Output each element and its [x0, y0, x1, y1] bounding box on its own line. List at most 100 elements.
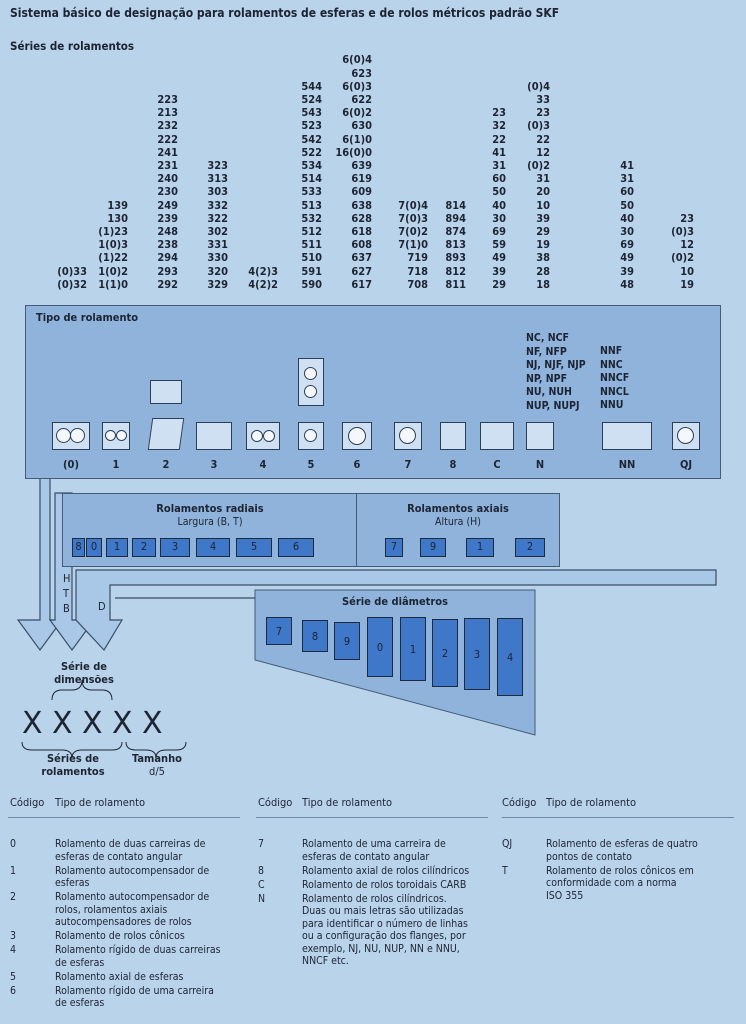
width-series-box: 6 [278, 538, 314, 557]
series-cell: 4(2)3 [248, 264, 278, 278]
series-cell: 16(0)0 [335, 145, 372, 159]
legend-text: Rolamento axial de rolos cilíndricos [302, 864, 470, 877]
n-variant: NUP, NUPJ [526, 399, 580, 412]
series-cell: 223 [157, 93, 178, 106]
series-cell: 628 [351, 211, 372, 225]
series-cell: 40 [620, 211, 634, 225]
designation-x: X [82, 706, 103, 741]
width-series-box: 3 [160, 538, 190, 557]
series-cell: 543 [301, 106, 322, 120]
series-cell: 39 [536, 211, 550, 225]
series-cell: 239 [157, 211, 178, 225]
diameter-series-box: 9 [334, 622, 360, 660]
legend-code: 7 [258, 838, 265, 850]
dimension-series-line2: dimensões [54, 673, 114, 686]
series-cell: 292 [157, 277, 178, 291]
series-cell: 6(0)4 [342, 53, 372, 67]
series-cell: 330 [207, 251, 228, 265]
series-cell: 22 [536, 132, 550, 146]
series-cell: 618 [351, 225, 372, 239]
series-cell: 10 [536, 198, 550, 212]
series-cell: 30 [620, 225, 634, 239]
legend-text: Duas ou mais letras são utilizadas [302, 905, 464, 917]
series-cell: 542 [301, 132, 322, 146]
series-cell: 222 [157, 132, 178, 146]
series-cell: 29 [492, 277, 506, 291]
series-cell: 23 [492, 106, 506, 120]
series-cell: 590 [301, 277, 322, 291]
bearing-code: (0) [63, 458, 79, 471]
four-point-contact-icon [672, 422, 700, 450]
width-series-box: 0 [86, 538, 102, 557]
legend-text: Rolamento rígido de uma carreira [55, 984, 214, 997]
series-cell: 293 [157, 264, 178, 278]
legend-text: rolos, rolamentos axiais [55, 903, 168, 916]
series-cell: (0)2 [671, 251, 694, 265]
series-cell: 50 [620, 198, 634, 212]
bearing-code: 4 [259, 458, 267, 471]
self-aligning-ball-icon [102, 422, 130, 450]
series-cell: 22 [492, 132, 506, 146]
legend-code: 8 [258, 864, 265, 877]
series-cell: 708 [407, 277, 428, 291]
col3-type-header: Tipo de rolamento [546, 796, 637, 809]
series-cell: 7(0)2 [398, 225, 428, 238]
series-cell: 523 [301, 119, 322, 133]
width-series-box: 5 [236, 538, 272, 557]
series-cell: 7(0)3 [398, 211, 428, 225]
cylindrical-roller-icon [526, 422, 554, 450]
header-rule-2 [256, 817, 488, 818]
series-cell: 12 [680, 238, 694, 252]
legend-code: 4 [10, 944, 17, 956]
series-cell: 534 [301, 159, 322, 173]
series-cell: 39 [492, 264, 506, 278]
series-cell: 31 [536, 172, 550, 186]
height-series-box: 2 [515, 538, 545, 557]
legend-text: Rolamento de duas carreiras de [55, 838, 206, 850]
legend-text: Rolamento autocompensador de [55, 891, 210, 903]
series-cell: (1)23 [98, 225, 128, 238]
legend-code: C [258, 878, 265, 891]
angular-contact-ball-icon [394, 422, 422, 450]
bearing-code: NN [618, 458, 636, 471]
series-cell: 49 [492, 251, 506, 265]
designation-x: X [52, 706, 73, 741]
series-cell: 313 [207, 172, 228, 186]
spherical-roller-icon [147, 418, 185, 450]
series-cell: 617 [351, 277, 372, 291]
series-cell: 48 [620, 277, 634, 291]
width-series-box: 1 [106, 538, 128, 557]
d-label: D [98, 600, 106, 613]
series-cell: 6(0)2 [342, 106, 372, 120]
double-row-angular-ball-icon [52, 422, 90, 450]
col1-type-header: Tipo de rolamento [55, 796, 146, 809]
htb-letter: B [63, 602, 70, 615]
legend-code: 1 [10, 864, 17, 877]
series-cell: 130 [107, 211, 128, 225]
nn-variant: NNF [600, 345, 623, 357]
series-cell: 6(1)0 [342, 132, 372, 146]
series-cell: 619 [351, 172, 372, 186]
bearing-series-line2: rolamentos [41, 765, 105, 778]
dimension-series-label: Série de dimensões [54, 660, 114, 686]
legend-text: Rolamento de rolos cônicos em [546, 864, 694, 877]
height-series-box: 7 [385, 538, 403, 557]
nn-variant: NNCF [600, 372, 630, 384]
series-column: (0)33(0)32 [57, 265, 87, 291]
size-line1: Tamanho [132, 752, 182, 765]
col1-code-header: Código [10, 796, 45, 809]
series-cell: 241 [157, 145, 178, 159]
col3-code-header: Código [502, 796, 537, 809]
height-series-box: 9 [420, 538, 446, 557]
series-cell: 608 [351, 238, 372, 252]
designation-x: X [112, 706, 133, 741]
diameter-series-box: 3 [464, 618, 490, 690]
series-cell: 893 [445, 251, 466, 265]
series-cell: (0)2 [527, 159, 550, 173]
legend-text: esferas de contato angular [55, 850, 183, 863]
width-series-box: 8 [72, 538, 85, 557]
bearing-code: 5 [307, 458, 315, 471]
